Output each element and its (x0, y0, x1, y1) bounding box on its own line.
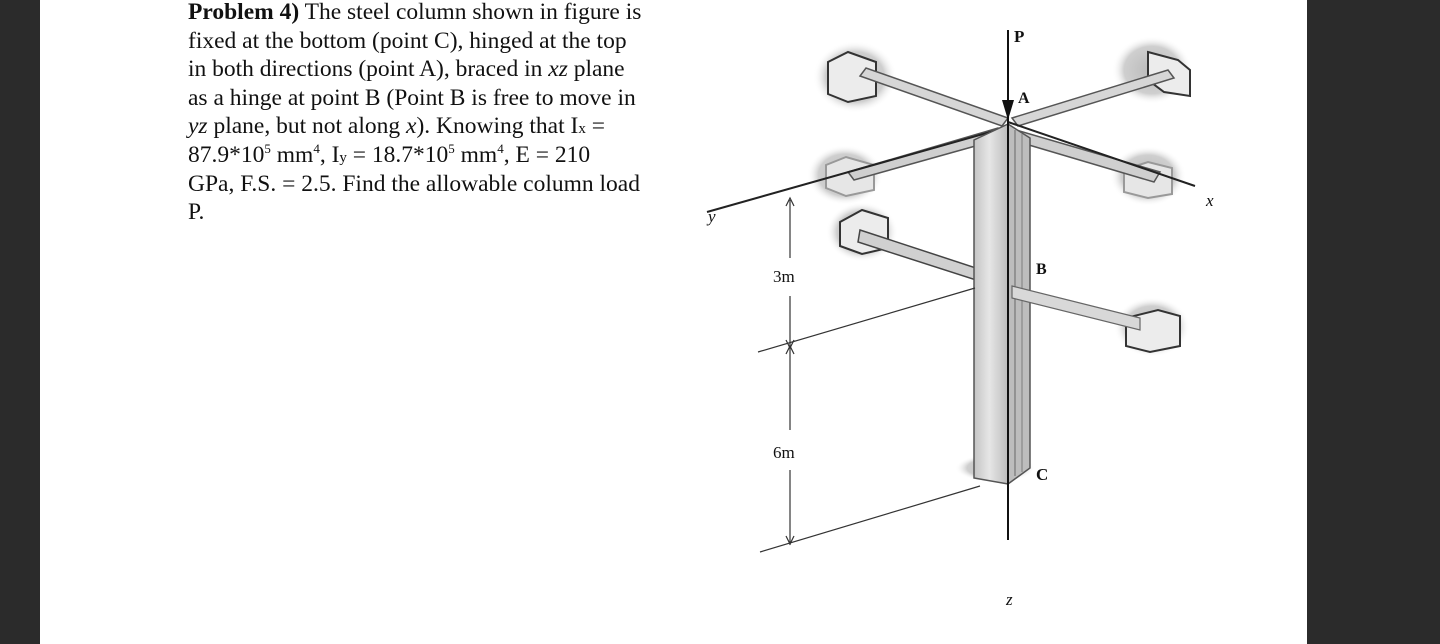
dimension-label-3m: 3m (773, 267, 795, 286)
viewer-left-margin (0, 0, 40, 644)
problem-line-7: GPa, F.S. = 2.5. Find the allowable colu… (188, 170, 640, 197)
plate-back-left (827, 50, 877, 104)
column-figure: P A B C x y z 3m 6m (706, 27, 1214, 609)
document-page: Problem 4) The steel column shown in fig… (40, 0, 1307, 644)
problem-line-2: fixed at the bottom (point C), hinged at… (188, 27, 627, 54)
column-web-face (973, 122, 1009, 485)
plate-front-left (825, 155, 875, 198)
point-label-b: B (1036, 261, 1047, 278)
axis-label-y: y (706, 207, 716, 226)
axis-label-x: x (1205, 191, 1214, 210)
column-flange-face (1007, 122, 1031, 486)
top-braces (846, 67, 1176, 183)
steel-column (973, 122, 1031, 486)
point-label-a: A (1018, 90, 1030, 107)
load-arrow-icon (1002, 100, 1014, 120)
problem-line-6: 87.9*105 mm4, Iy = 18.7*105 mm4, E = 210 (188, 141, 591, 168)
brace-back-right (1010, 69, 1176, 127)
problem-line-1: Problem 4) The steel column shown in fig… (188, 0, 642, 25)
problem-line-5: yz plane, but not along x). Knowing that… (188, 113, 605, 140)
axis-label-z: z (1005, 590, 1013, 609)
problem-line-3: in both directions (point A), braced in … (188, 56, 625, 83)
viewer-right-margin (1307, 0, 1440, 644)
load-label-p: P (1014, 27, 1024, 46)
dimension-lines (757, 196, 981, 553)
problem-statement: Problem 4) The steel column shown in fig… (188, 0, 664, 227)
dimension-label-6m: 6m (773, 443, 795, 462)
problem-title: Problem 4) (188, 0, 300, 25)
problem-line-8: P. (188, 199, 205, 226)
point-label-c: C (1036, 465, 1048, 484)
y-axis-line (706, 126, 1009, 213)
brace-mid-right (1011, 285, 1141, 331)
x-axis-line (1007, 121, 1196, 187)
problem-line-4: as a hinge at point B (Point B is free t… (188, 84, 636, 111)
